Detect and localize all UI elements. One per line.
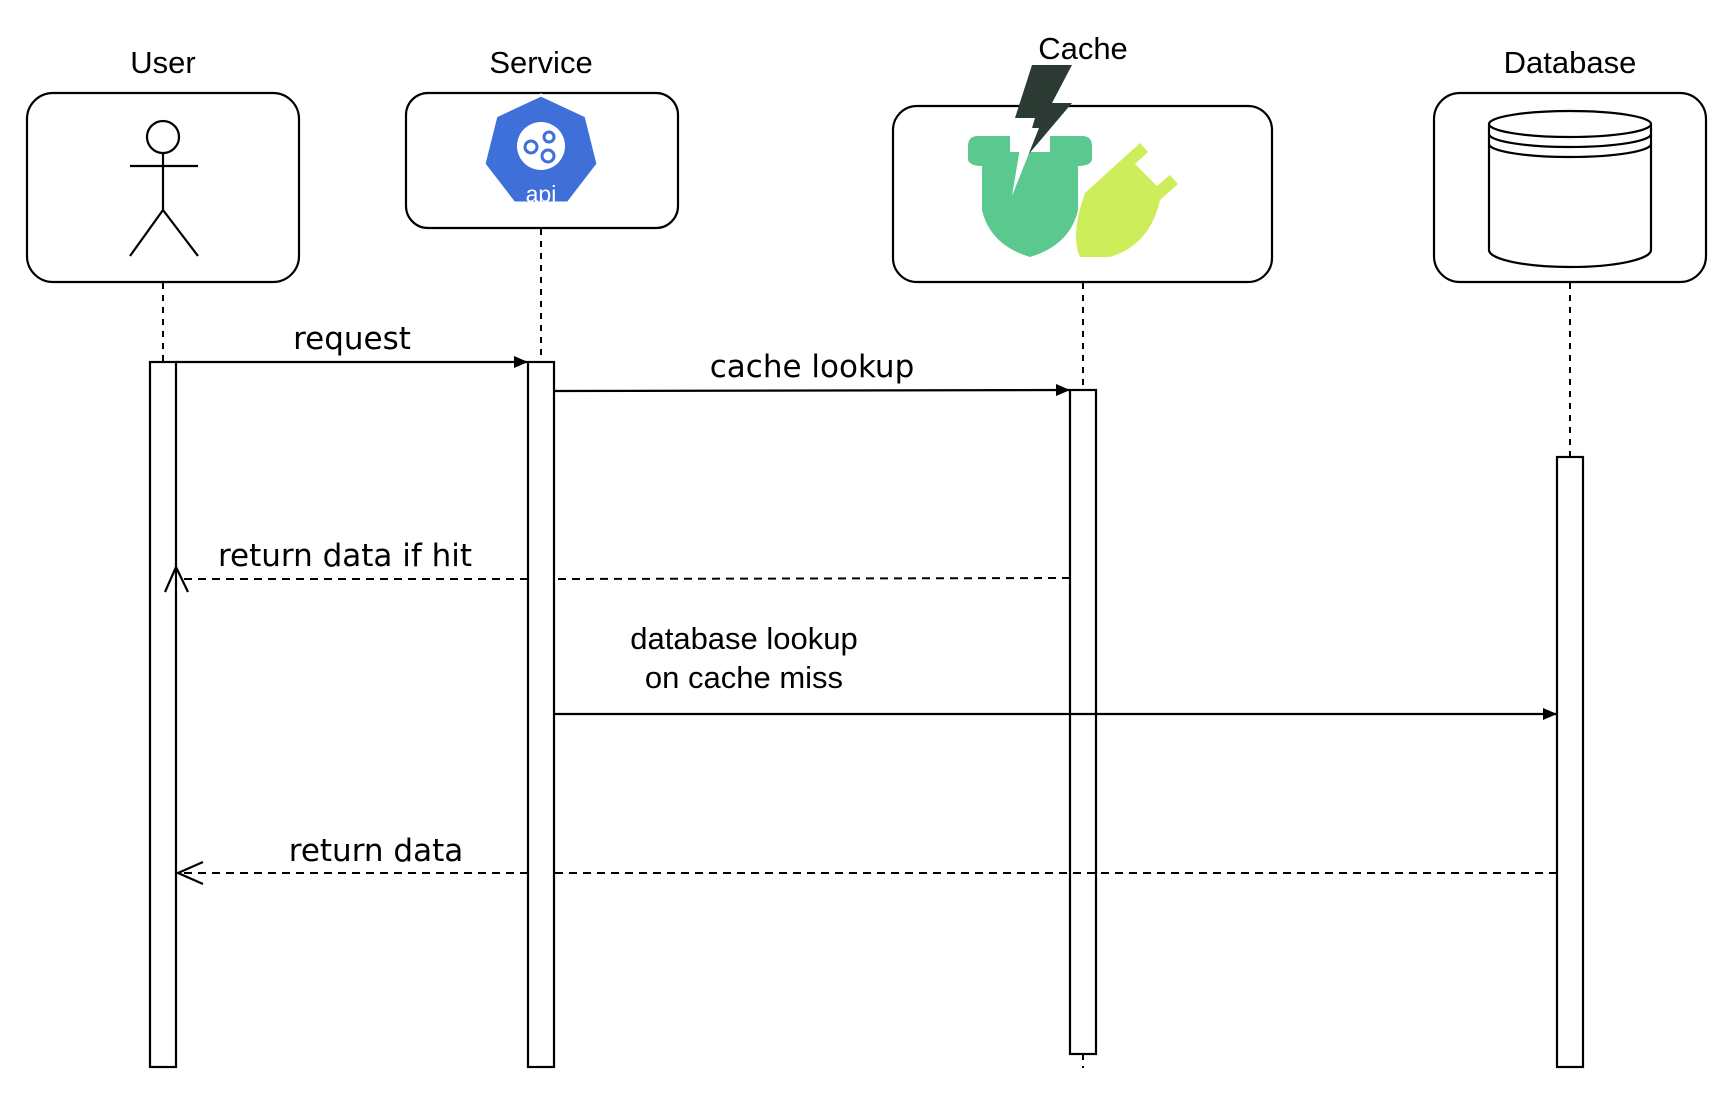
- participant-database-label: Database: [1504, 45, 1637, 80]
- message-return-hit-arrowhead: [163, 564, 189, 593]
- participant-user: User: [25, 45, 301, 284]
- activation-service: [526, 360, 556, 1069]
- message-cache-lookup-arrow: [553, 384, 1070, 397]
- participant-service: Service api: [404, 45, 680, 230]
- participant-service-label: Service: [489, 45, 592, 80]
- activation-database: [1555, 455, 1585, 1069]
- message-return-data-arrowhead: [175, 860, 204, 886]
- database-cylinder-icon: [1487, 109, 1653, 269]
- message-return-data-label: return data: [289, 833, 463, 869]
- participant-cache-label: Cache: [1038, 31, 1128, 66]
- activation-user: [148, 360, 178, 1069]
- message-request: request: [176, 321, 528, 368]
- message-cache-lookup: cache lookup: [553, 349, 1070, 397]
- message-db-lookup-label-line2: on cache miss: [645, 660, 843, 695]
- message-return-hit: return data if hit: [163, 538, 1071, 593]
- message-request-label: request: [293, 321, 411, 357]
- participant-database: Database: [1432, 45, 1708, 284]
- message-db-lookup-label-line1: database lookup: [630, 621, 858, 656]
- cache-plug-icon: [968, 65, 1178, 257]
- participant-cache: Cache: [891, 31, 1274, 284]
- message-return-hit-line-a: [553, 577, 1071, 580]
- message-db-lookup: database lookup on cache miss: [554, 621, 1557, 720]
- api-icon-text: api: [526, 181, 557, 207]
- activation-cache: [1068, 388, 1098, 1056]
- message-return-data: return data: [175, 833, 1557, 886]
- kubernetes-api-icon: api: [482, 93, 600, 207]
- message-return-hit-label: return data if hit: [218, 538, 472, 574]
- stick-figure-icon: [129, 119, 199, 257]
- participant-user-label: User: [130, 45, 195, 80]
- message-cache-lookup-label: cache lookup: [710, 349, 915, 385]
